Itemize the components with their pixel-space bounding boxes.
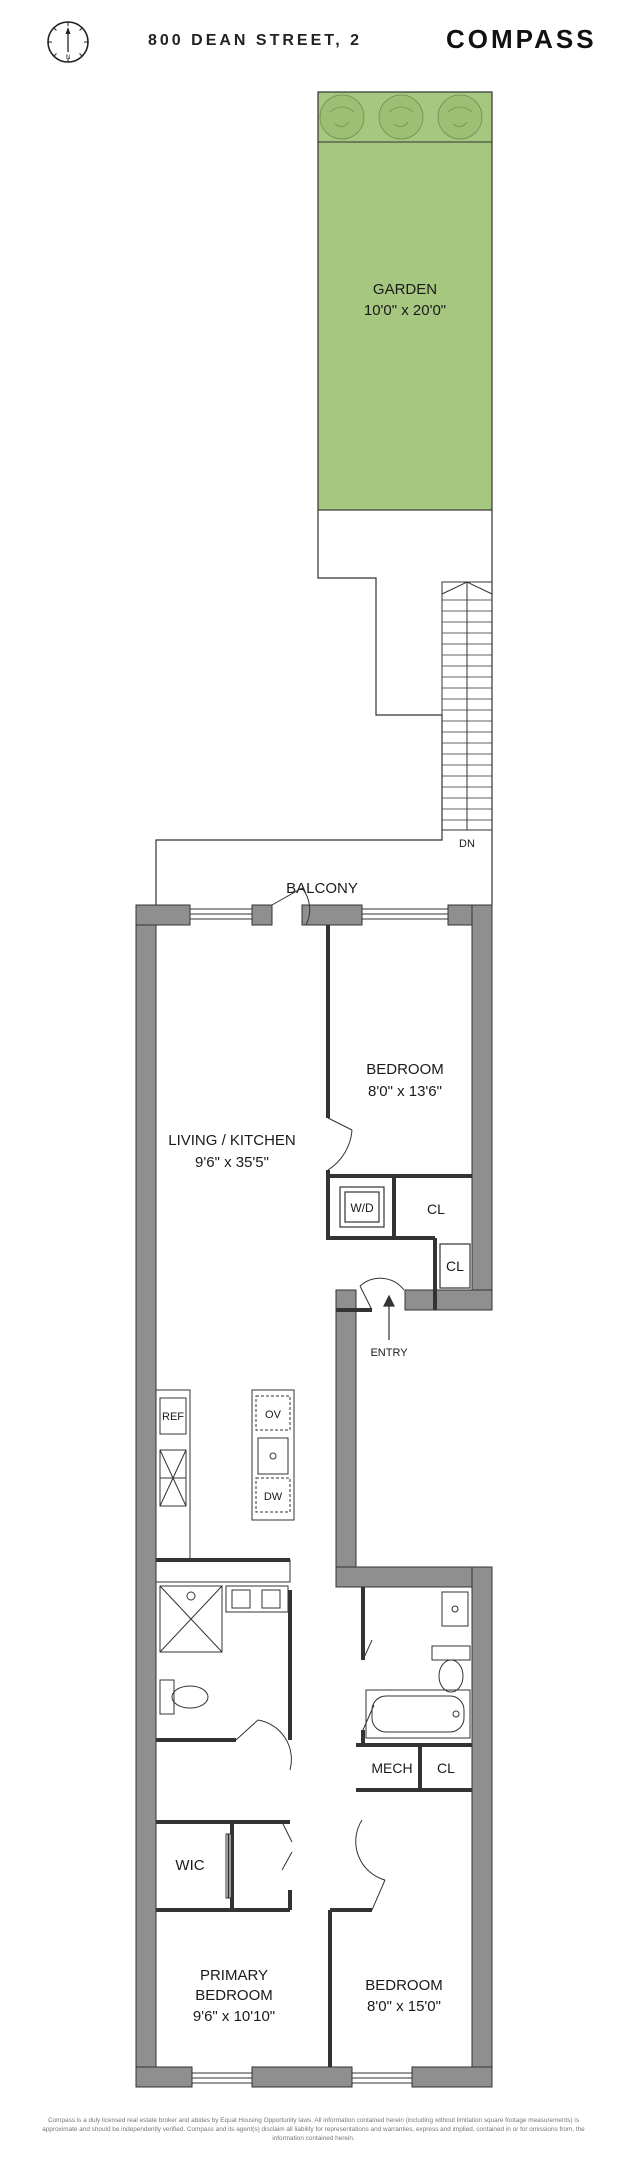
entry-arrow-icon [383, 1294, 395, 1340]
garden-area [317, 91, 493, 511]
living-name: LIVING / KITCHEN [168, 1132, 296, 1149]
interior-walls [156, 925, 472, 2067]
dishwasher-label: DW [264, 1491, 283, 1503]
wd-label: W/D [350, 1201, 374, 1215]
mech-label: MECH [371, 1760, 412, 1776]
tree-icon [437, 94, 483, 140]
primary-dims: 9'6" x 10'10" [193, 2008, 275, 2025]
bedroom-bottom-name: BEDROOM [365, 1977, 443, 1994]
primary-bath-fixtures [159, 1585, 289, 1715]
balcony-door [271, 887, 311, 926]
kitchen-fixtures [155, 1389, 295, 1583]
bedroom-top-name: BEDROOM [366, 1061, 444, 1078]
balcony-name: BALCONY [286, 880, 358, 897]
bedroom-top-dims: 8'0" x 13'6" [368, 1083, 442, 1100]
closet-boxes [339, 1186, 471, 1289]
wic-label: WIC [175, 1857, 204, 1874]
primary-name-line1: PRIMARY [200, 1967, 268, 1984]
garden-name: GARDEN [373, 281, 437, 298]
closet-2-label: CL [446, 1258, 464, 1274]
north-label: N [66, 55, 70, 61]
windows [189, 908, 449, 2084]
stair-treads [442, 599, 492, 821]
stairs-label: DN [459, 838, 475, 850]
living-dims: 9'6" x 35'5" [195, 1154, 269, 1171]
oven-label: OV [265, 1409, 282, 1421]
bedroom-bottom-dims: 8'0" x 15'0" [367, 1998, 441, 2015]
tree-icon [319, 94, 365, 140]
closet-3-label: CL [437, 1760, 455, 1776]
hall-bath-fixtures [365, 1591, 471, 1739]
garden-dims: 10'0" x 20'0" [364, 302, 446, 319]
entry-label: ENTRY [370, 1347, 408, 1359]
tree-icon [378, 94, 424, 140]
wic-rod [225, 1833, 232, 1899]
garden-trees [319, 94, 483, 140]
brand-logo: COMPASS [446, 24, 597, 54]
legal-disclaimer: Compass is a duly licensed real estate b… [42, 2117, 585, 2142]
ref-label: REF [162, 1411, 184, 1423]
listing-address: 800 DEAN STREET, 2 [148, 32, 363, 49]
stairs [441, 581, 493, 831]
primary-name-line2: BEDROOM [195, 1987, 273, 2004]
north-compass-icon: N [47, 21, 89, 63]
closet-1-label: CL [427, 1201, 445, 1217]
door-swings [235, 1117, 405, 1911]
